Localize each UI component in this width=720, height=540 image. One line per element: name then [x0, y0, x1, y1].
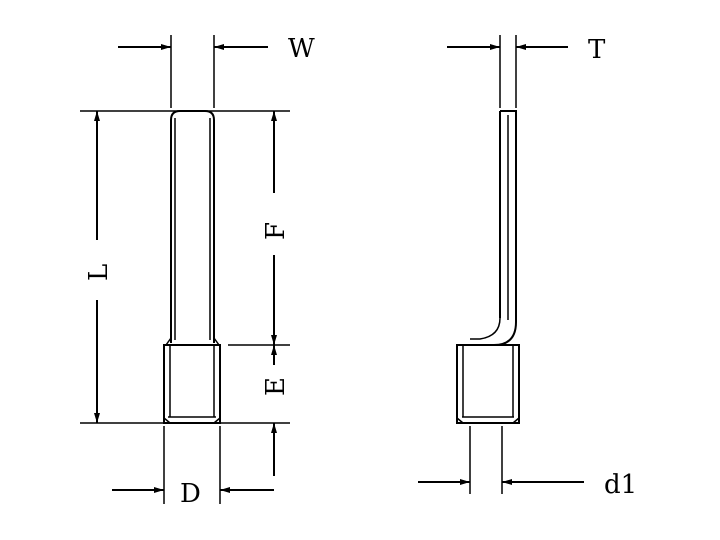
dimension-d: D [112, 426, 274, 509]
dimension-w: W [118, 34, 315, 108]
front-blade-neck-right [213, 337, 220, 346]
front-view [163, 110, 221, 424]
side-view [456, 110, 520, 424]
dimension-t: T [447, 35, 606, 108]
d-label: D [180, 479, 201, 509]
side-barrel-chamfer-right [512, 417, 520, 424]
e-label: E [261, 377, 291, 396]
dimension-f: F [261, 111, 291, 345]
side-barrel [456, 344, 520, 424]
front-blade-outline [170, 110, 215, 343]
dimension-d1: d1 [418, 426, 637, 500]
front-barrel [163, 344, 221, 424]
d1-label: d1 [604, 470, 637, 500]
front-barrel-chamfer-left [163, 417, 171, 424]
f-label: F [261, 222, 291, 240]
side-barrel-chamfer-left [456, 417, 464, 424]
front-blade-neck-left [165, 337, 172, 346]
side-plate-bend [470, 317, 501, 340]
t-label: T [588, 35, 606, 65]
front-barrel-chamfer-right [213, 417, 221, 424]
w-label: W [288, 34, 315, 64]
dimension-e: E [261, 345, 291, 476]
dimension-l: L [84, 111, 114, 423]
l-label: L [84, 264, 114, 281]
